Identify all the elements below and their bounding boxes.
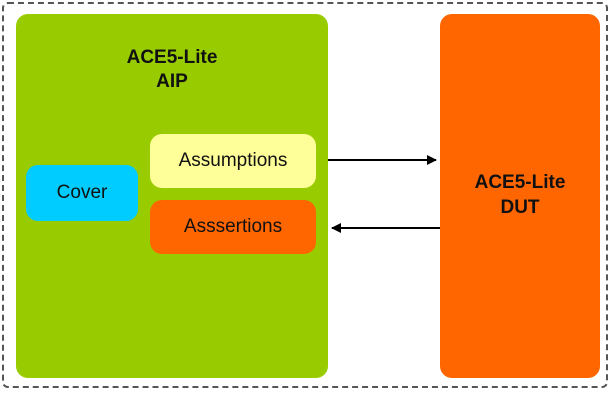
cover-label: Cover xyxy=(56,182,108,203)
assumptions-label: Assumptions xyxy=(178,150,288,171)
dut-block xyxy=(440,14,600,378)
dut-title-line1: ACE5-Lite xyxy=(474,172,566,193)
aip-title-line2: AIP xyxy=(156,71,188,92)
assumptions-box: Assumptions xyxy=(150,134,316,188)
cover-box: Cover xyxy=(26,165,138,221)
aip-title-line1: ACE5-Lite xyxy=(126,47,218,68)
aip-title: ACE5-Lite AIP xyxy=(16,46,328,94)
diagram-border xyxy=(2,2,608,388)
assertions-box: Asssertions xyxy=(150,200,316,254)
dut-title-line2: DUT xyxy=(500,197,540,218)
dut-title: ACE5-Lite DUT xyxy=(440,170,600,220)
assertions-label: Asssertions xyxy=(183,216,283,237)
